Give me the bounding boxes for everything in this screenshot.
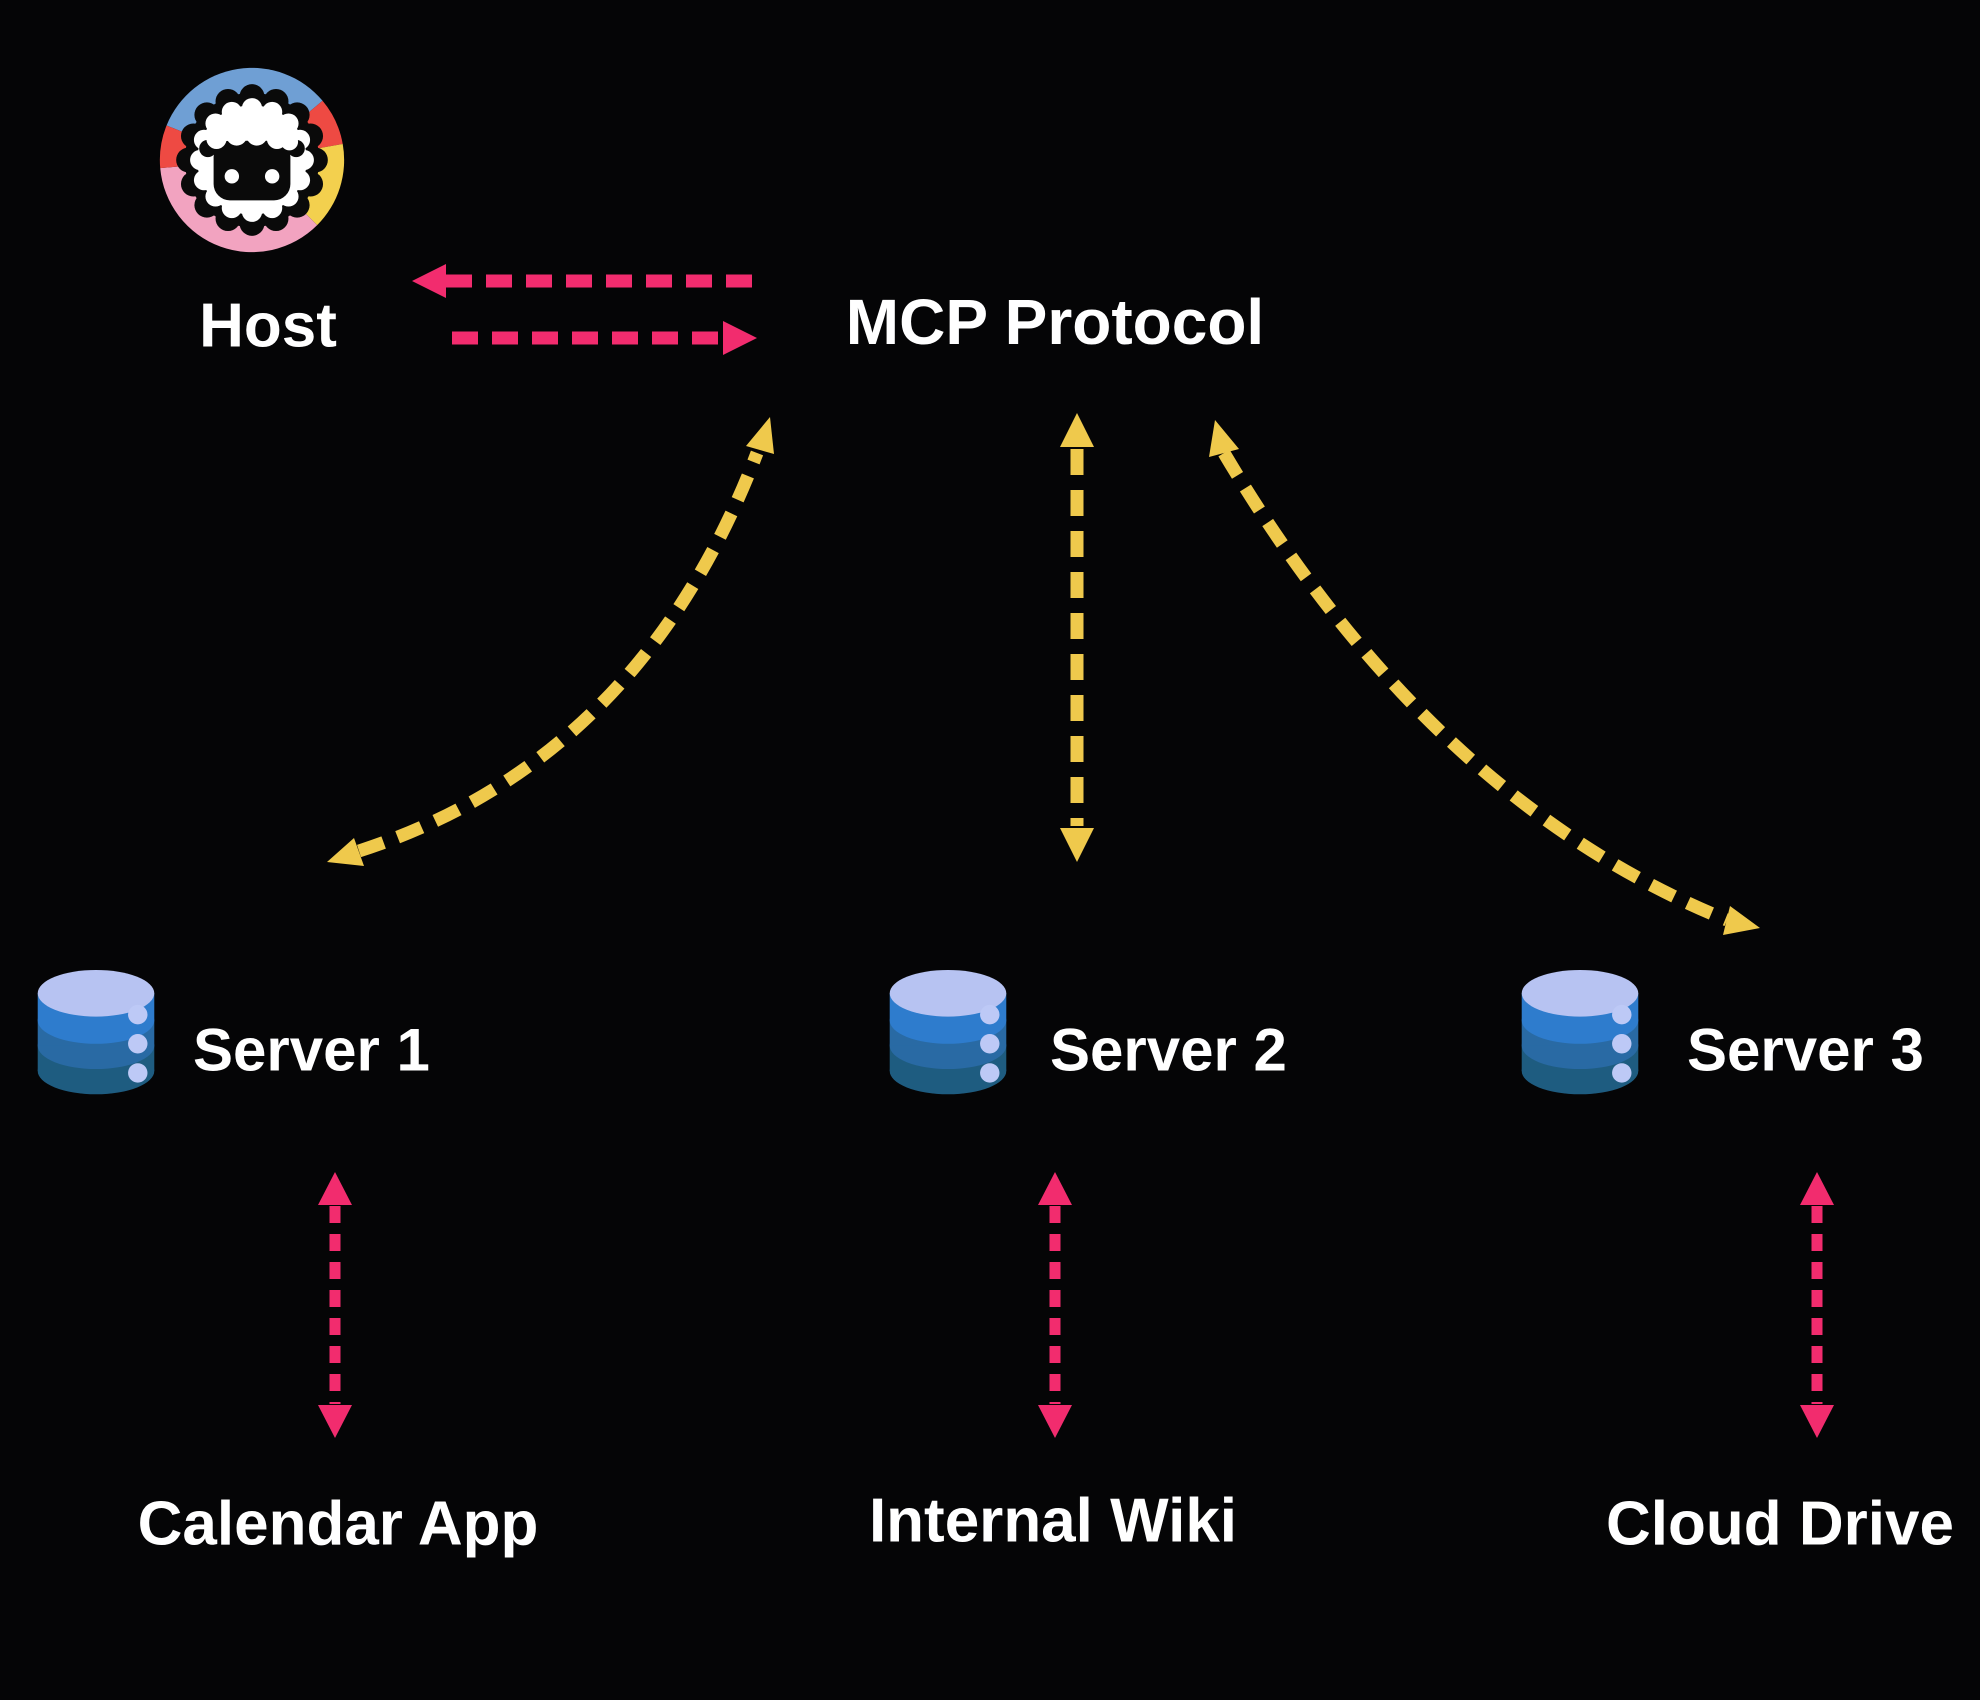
server1-resource-label: Calendar App: [137, 1489, 539, 1559]
server2-database-icon: [880, 968, 1016, 1104]
server2-resource-label: Internal Wiki: [868, 1486, 1238, 1556]
server2-label: Server 2: [1050, 1016, 1287, 1084]
server2-resource-arrow: [1038, 1172, 1072, 1438]
protocol-server1-connector: [327, 417, 774, 866]
host-to-protocol-arrow: [452, 321, 757, 355]
server1-database-icon: [28, 968, 164, 1104]
server3-resource-arrow: [1800, 1172, 1834, 1438]
host-logo-icon: [159, 67, 345, 253]
server3-database-icon: [1512, 968, 1648, 1104]
protocol-server2-connector: [1060, 413, 1094, 862]
protocol-server3-connector: [1209, 420, 1760, 935]
host-label: Host: [199, 291, 337, 361]
server1-label: Server 1: [193, 1016, 430, 1084]
server3-label: Server 3: [1687, 1016, 1924, 1084]
server3-resource-label: Cloud Drive: [1606, 1489, 1954, 1559]
protocol-to-host-arrow: [412, 264, 765, 298]
protocol-label: MCP Protocol: [845, 286, 1265, 358]
server1-resource-arrow: [318, 1172, 352, 1438]
